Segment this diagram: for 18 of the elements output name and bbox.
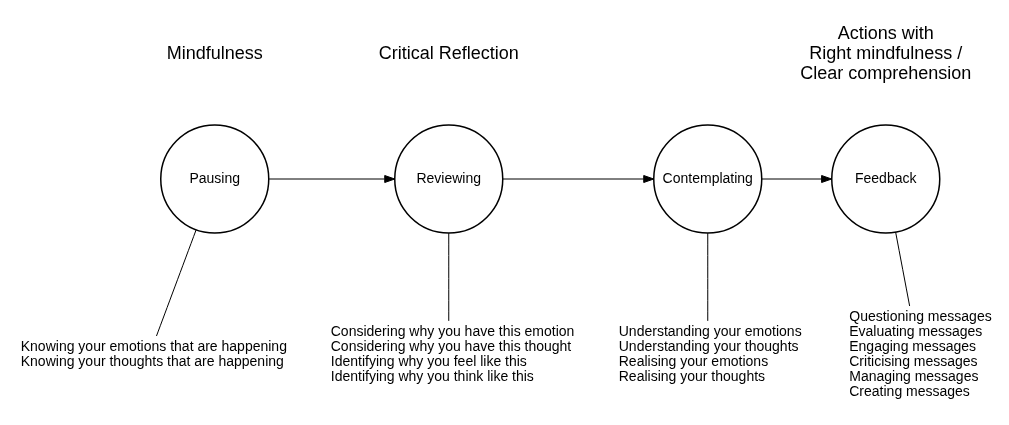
node-text: Questioning messages Evaluating messages Engaging messages Criticising messages Managing messages Creating messages: [849, 308, 992, 400]
node-circle: Pausing: [160, 124, 270, 234]
node-circle: Contemplating: [653, 124, 763, 234]
connector: [448, 232, 450, 322]
arrow: [761, 175, 833, 183]
node-text: Understanding your emotions Understanding your thoughts Realising your emotions Realising your thoughts: [618, 323, 802, 385]
label: Mindfulness: [166, 43, 263, 64]
node-circle: Feedback: [831, 124, 941, 234]
label: Critical Reflection: [378, 43, 519, 64]
label: Actions with Right mindfulness / Clear comprehension: [800, 23, 972, 84]
arrow: [268, 175, 396, 183]
connector: [895, 231, 911, 307]
node-text: Considering why you have this emotion Considering why you have this thought Identifying why you feel like this Identifying why you think like this: [330, 323, 575, 385]
connector: [156, 229, 197, 337]
node-circle: Reviewing: [394, 124, 504, 234]
arrow: [502, 175, 655, 183]
node-text: Knowing your emotions that are happening Knowing your thoughts that are happening: [20, 338, 287, 370]
connector: [707, 232, 709, 322]
